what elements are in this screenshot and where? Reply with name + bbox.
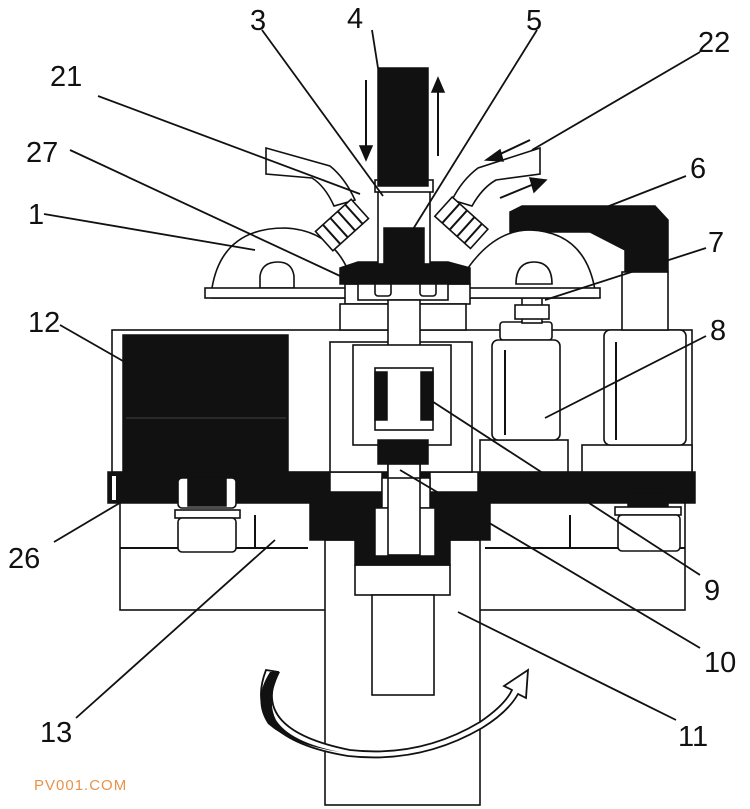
component-4-block [377, 67, 429, 187]
rollers [174, 477, 682, 553]
central-shaft [352, 299, 452, 556]
label-6: 6 [690, 153, 706, 185]
label-7: 7 [708, 227, 724, 259]
watermark-text: PV001.COM [34, 777, 127, 794]
label-1: 1 [28, 199, 44, 231]
label-11: 11 [678, 721, 708, 753]
label-8: 8 [710, 315, 726, 347]
label-12: 12 [28, 307, 60, 339]
label-26: 26 [8, 543, 40, 575]
component-8 [491, 321, 687, 446]
dome-covers [204, 227, 601, 299]
label-9: 9 [704, 575, 720, 607]
leader-lines [43, 29, 707, 721]
label-10: 10 [704, 647, 736, 679]
component-6 [509, 205, 669, 331]
nozzle-21 [265, 146, 370, 252]
label-13: 13 [40, 717, 72, 749]
label-21: 21 [50, 61, 82, 93]
label-4: 4 [347, 3, 363, 35]
label-5: 5 [526, 5, 542, 37]
nozzle-22 [433, 146, 541, 250]
callout-labels: 3 4 5 21 22 27 6 1 7 12 8 26 9 10 13 11 [8, 3, 736, 753]
shaft-housing [324, 539, 481, 806]
block-12 [122, 334, 289, 473]
outflow-arrow [499, 183, 535, 199]
label-3: 3 [250, 5, 266, 37]
label-22: 22 [698, 27, 730, 59]
label-27: 27 [26, 137, 58, 169]
rotation-arrow [260, 668, 530, 759]
motion-arrows [260, 76, 548, 759]
